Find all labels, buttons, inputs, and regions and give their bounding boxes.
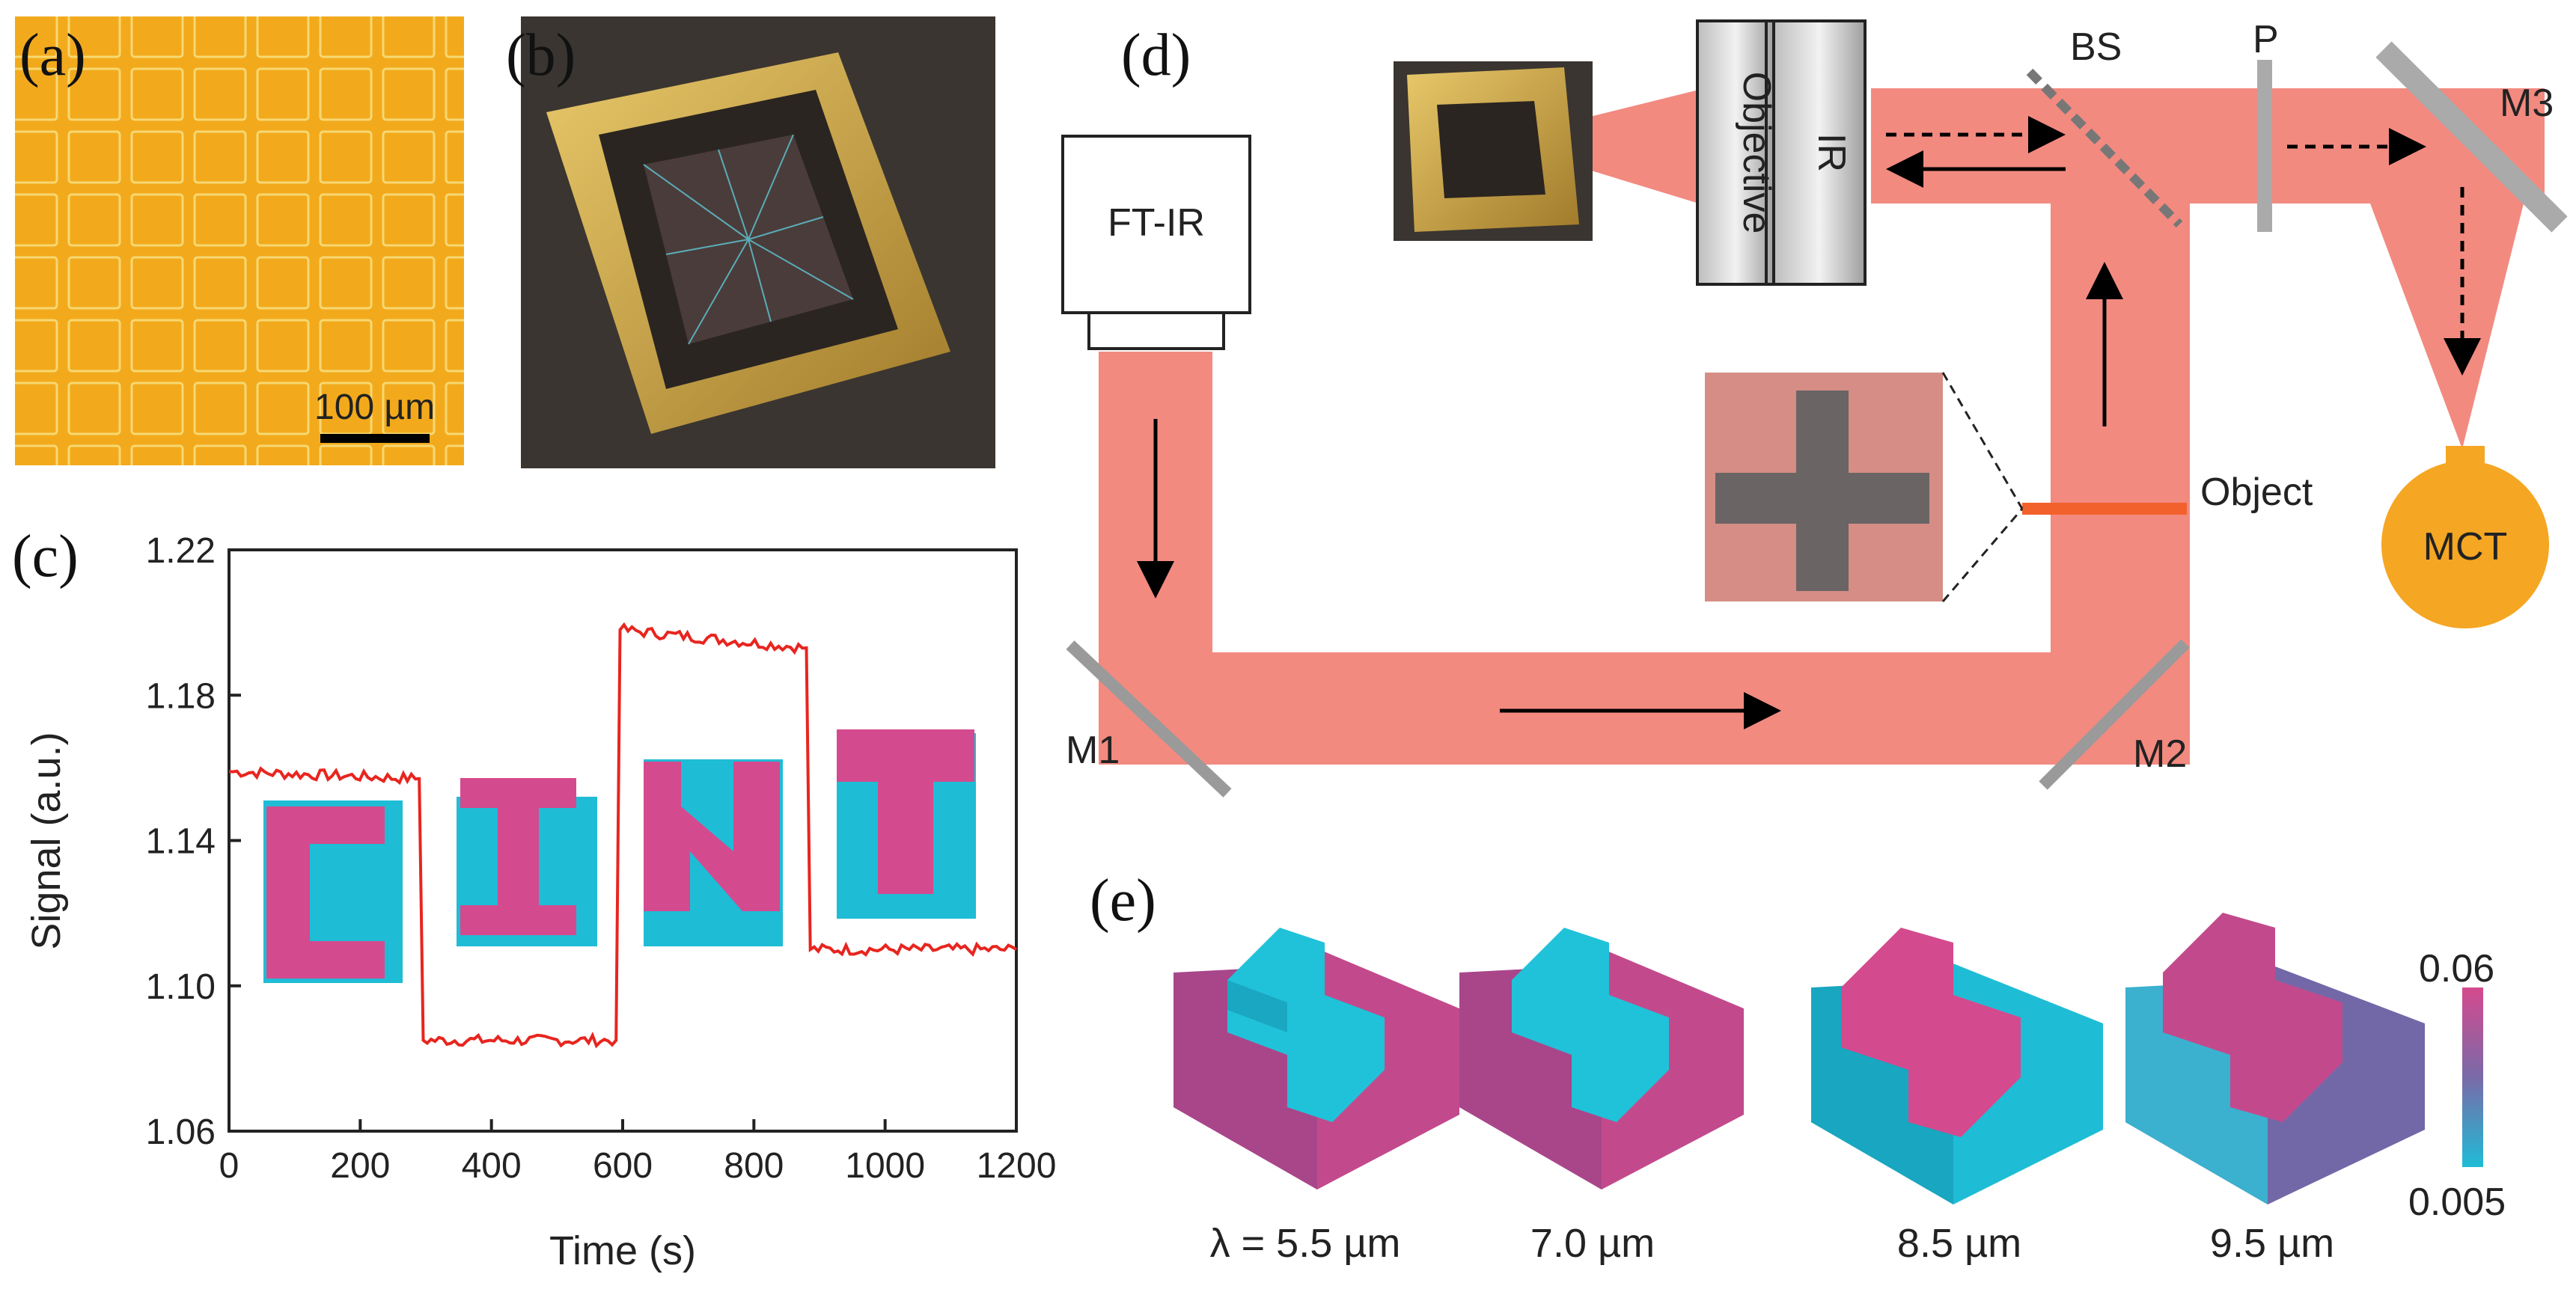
panel-a: (a) 100 µm <box>15 16 464 465</box>
reconstruction-9.5um: 9.5 µm <box>2125 913 2425 1266</box>
y-axis-label: Signal (a.u.) <box>24 732 69 949</box>
y-tick-label: 1.06 <box>146 1112 216 1152</box>
x-tick-label: 800 <box>724 1146 784 1186</box>
ftir-port <box>1087 311 1225 350</box>
y-tick-label: 1.18 <box>146 676 216 716</box>
p-label: P <box>2253 18 2279 61</box>
y-tick-label: 1.22 <box>146 531 216 571</box>
y-tick-label: 1.14 <box>146 822 216 862</box>
inset-letter-I <box>457 778 597 946</box>
beam-bs-corner <box>2051 203 2190 247</box>
mirror-m1 <box>1066 640 1232 797</box>
inset-letter-C <box>263 800 403 983</box>
x-tick-label: 1200 <box>977 1146 1057 1186</box>
panel-b-label: (b) <box>506 22 576 88</box>
signal-trace <box>228 622 1018 1049</box>
panel-d: (d) FT-IR Objective IR BS P M3 <box>1061 18 2568 797</box>
mirror-m2 <box>2039 639 2190 790</box>
panel-c-label: (c) <box>12 524 79 590</box>
panel-e: (e) λ = 5.5 µm 7.0 µm 8.5 µm <box>1090 868 2506 1266</box>
bond-wires <box>643 134 854 345</box>
colorbar-min-label: 0.005 <box>2408 1181 2506 1224</box>
m1-label: M1 <box>1066 729 1120 772</box>
m2-label: M2 <box>2133 732 2187 776</box>
colorbar <box>2462 988 2483 1167</box>
wavelength-label-2: 7.0 µm <box>1530 1221 1655 1266</box>
panel-a-label: (a) <box>19 22 86 88</box>
y-tick-label: 1.10 <box>146 967 216 1007</box>
zoom-line-bottom <box>1941 508 2024 602</box>
panel-b: (b) <box>506 16 995 468</box>
bs-label: BS <box>2070 25 2122 69</box>
wavelength-label-3: 8.5 µm <box>1897 1221 2021 1266</box>
beam-bottom <box>1099 652 2190 765</box>
beam-right-up <box>2051 203 2190 765</box>
colorbar-max-label: 0.06 <box>2419 947 2494 991</box>
object-cross-shape <box>1715 391 1929 591</box>
mct-detector <box>2381 461 2549 628</box>
wavelength-label-1: λ = 5.5 µm <box>1210 1221 1401 1266</box>
inset-letter-N <box>644 759 783 946</box>
wavelength-label-4: 9.5 µm <box>2210 1221 2334 1266</box>
ir-label: IR <box>1810 133 1853 172</box>
ftir-label: FT-IR <box>1108 201 1205 245</box>
x-tick-label: 400 <box>462 1146 522 1186</box>
polarizer <box>2257 60 2272 232</box>
zoom-line-top <box>1941 372 2024 509</box>
chart-ticks <box>228 548 1018 1133</box>
x-tick-label: 0 <box>219 1146 239 1186</box>
scale-bar <box>320 434 430 443</box>
object-label: Object <box>2200 471 2313 514</box>
chip-photo-small-die <box>1437 101 1545 198</box>
x-tick-label: 1000 <box>845 1146 925 1186</box>
mirror-m3 <box>2375 41 2568 233</box>
mct-label: MCT <box>2423 525 2508 569</box>
objective-label: Objective <box>1735 72 1778 234</box>
panel-d-label: (d) <box>1121 22 1191 88</box>
beam-m1-corner <box>1099 652 1212 765</box>
ir-body <box>1772 19 1867 286</box>
reconstruction-7.0um: 7.0 µm <box>1459 928 1744 1266</box>
x-tick-label: 600 <box>593 1146 653 1186</box>
inset-letter-T <box>837 729 976 919</box>
x-axis-label: Time (s) <box>549 1228 696 1273</box>
m3-label: M3 <box>2500 82 2554 125</box>
panel-c: (c) 0 200 400 600 800 1000 1200 1.06 1.10 1.14 1.1… <box>12 524 1056 1273</box>
beam-focus-sample <box>1493 90 1699 203</box>
panel-e-label: (e) <box>1090 868 1156 934</box>
beam-splitter <box>2026 68 2183 228</box>
scale-bar-label: 100 µm <box>314 388 435 427</box>
x-tick-label: 200 <box>330 1146 390 1186</box>
reconstruction-5.5um: λ = 5.5 µm <box>1173 928 1459 1266</box>
reconstruction-8.5um: 8.5 µm <box>1811 928 2103 1266</box>
beam-focus-mct <box>2350 150 2537 449</box>
chart-tick-labels: 0 200 400 600 800 1000 1200 1.06 1.10 1.14 1.18 1.2… <box>146 531 1057 1186</box>
micrograph-image <box>15 16 464 465</box>
